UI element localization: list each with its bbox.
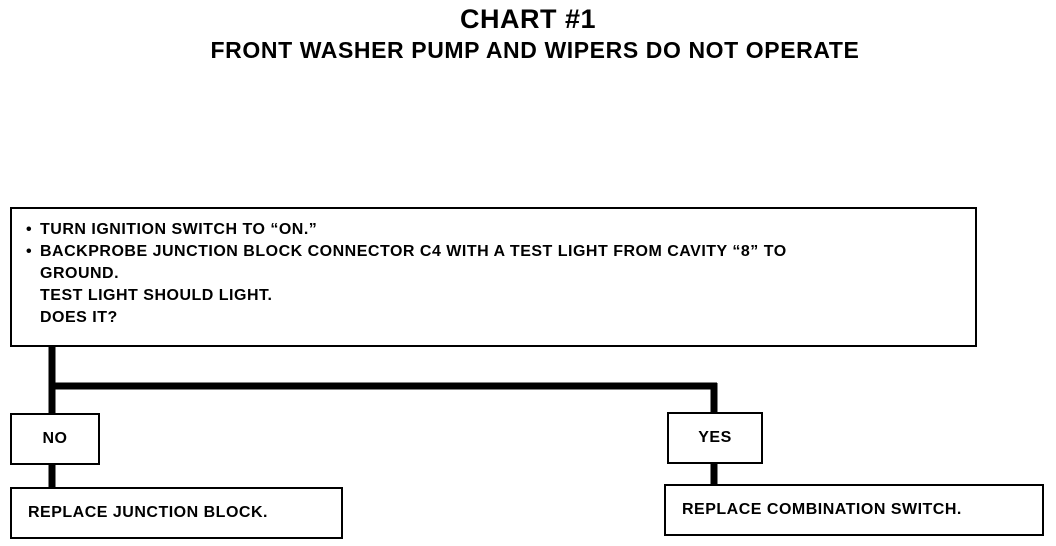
- yes-branch-label: YES: [667, 412, 763, 464]
- test-step-2-continuation: GROUND.: [40, 265, 120, 282]
- chart-subtitle: FRONT WASHER PUMP AND WIPERS DO NOT OPER…: [210, 37, 860, 63]
- chart-title: CHART #1: [459, 4, 597, 34]
- test-step-2: • BACKPROBE JUNCTION BLOCK CONNECTOR C4 W…: [26, 241, 965, 263]
- test-question: DOES IT?: [40, 309, 118, 326]
- expected-result: TEST LIGHT SHOULD LIGHT.: [40, 287, 273, 304]
- test-step-1: • TURN IGNITION SWITCH TO “ON.”: [26, 219, 965, 241]
- no-branch-label: NO: [10, 413, 100, 465]
- test-step-2-text: BACKPROBE JUNCTION BLOCK CONNECTOR C4 WI…: [40, 243, 787, 260]
- yes-branch-action: REPLACE COMBINATION SWITCH.: [664, 484, 1044, 536]
- no-branch-action: REPLACE JUNCTION BLOCK.: [10, 487, 343, 539]
- test-procedure-box: • TURN IGNITION SWITCH TO “ON.” • BACKPROB…: [10, 207, 977, 347]
- bullet-icon: •: [26, 243, 33, 260]
- bullet-icon: •: [26, 221, 33, 238]
- test-step-1-text: TURN IGNITION SWITCH TO “ON.”: [40, 221, 318, 238]
